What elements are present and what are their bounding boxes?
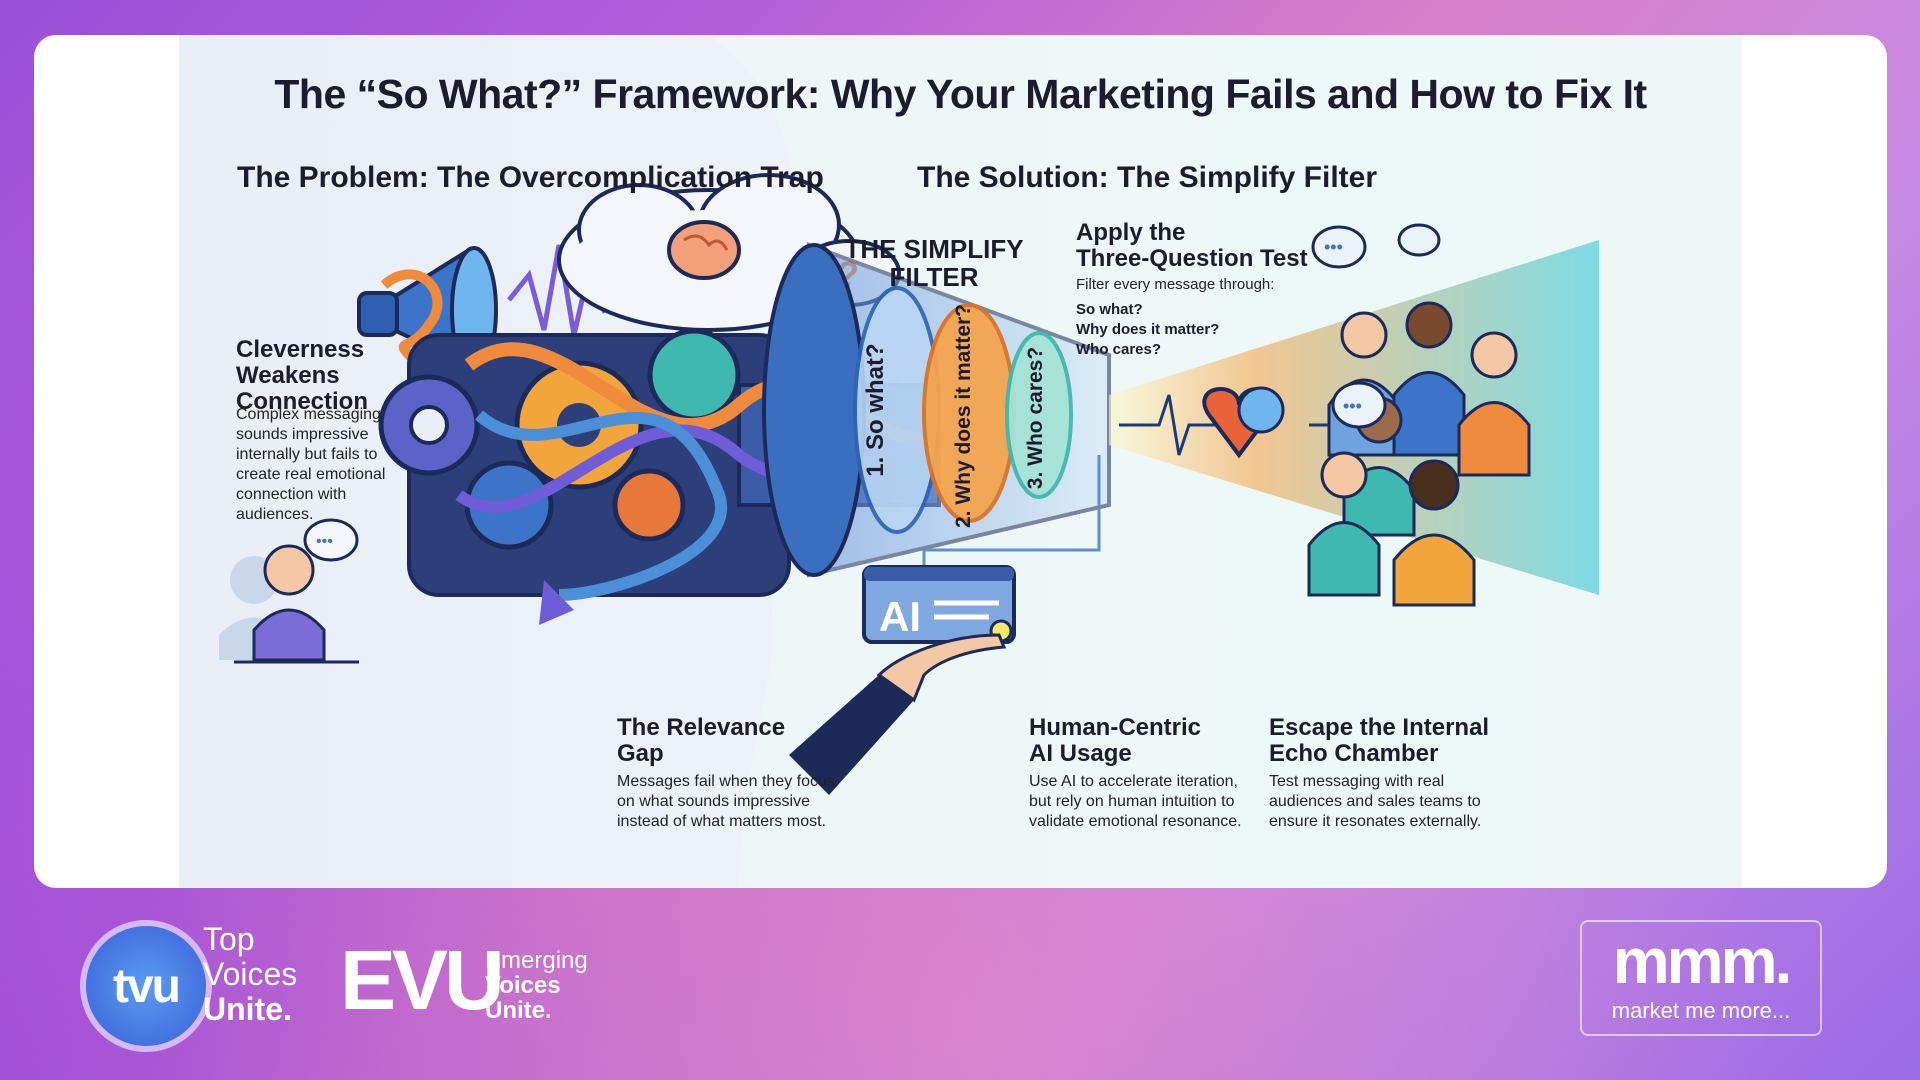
content-card: ? <box>34 35 1887 888</box>
page-title: The “So What?” Framework: Why Your Marke… <box>274 71 1647 117</box>
pointing-hand-icon <box>789 633 1007 795</box>
three-question-list: So what? Why does it matter? Who cares? <box>1076 301 1220 358</box>
funnel-ring-label: 1. So what? <box>862 343 889 477</box>
ai-screen-icon <box>862 565 1016 644</box>
evu-wordmark: Emerging Voices Unite. <box>485 947 588 1024</box>
human-ai-heading: Human-Centric AI Usage <box>1029 714 1202 767</box>
simplify-filter-label: THE SIMPLIFY FILTER <box>844 234 1024 292</box>
cleverness-body: Complex messaging sounds impressive inte… <box>236 406 386 523</box>
solution-heading: The Solution: The Simplify Filter <box>917 161 1378 194</box>
relevance-body: Messages fail when they focus on what so… <box>617 773 835 830</box>
funnel-ring-label: 3. Who cares? <box>1024 346 1047 490</box>
echo-heading: Escape the Internal Echo Chamber <box>1269 714 1490 767</box>
evu-mark: EVU <box>340 933 505 1027</box>
svg-text:•••: ••• <box>1324 237 1343 257</box>
tvu-mark: tvu <box>113 959 181 1013</box>
connector-line <box>922 455 1101 565</box>
tvu-logo: tvu <box>80 920 212 1052</box>
speech-bubble-icon: ••• ••• <box>1311 223 1441 429</box>
mmm-mark: mmm. <box>1612 925 1793 997</box>
illustration: ? <box>219 173 1599 795</box>
tvu-wordmark: Top Voices Unite. <box>203 921 298 1027</box>
human-ai-body: Use AI to accelerate iteration, but rely… <box>1029 773 1242 830</box>
brain-icon <box>667 220 741 280</box>
svg-text:•••: ••• <box>1343 396 1362 416</box>
heart-brain-icon <box>1202 386 1285 459</box>
three-question-heading: Apply the Three-Question Test <box>1076 219 1308 272</box>
cleverness-heading: Cleverness Weakens Connection <box>236 336 368 415</box>
problem-heading: The Problem: The Overcomplication Trap <box>237 161 824 194</box>
funnel-ring-label: 2. Why does it matter? <box>952 303 975 529</box>
mmm-tagline: market me more... <box>1611 998 1791 1023</box>
svg-text:•••: ••• <box>316 533 333 550</box>
thinking-person-icon: ••• <box>219 518 359 664</box>
ai-screen-label: AI <box>879 593 921 640</box>
infographic: ? <box>179 35 1742 888</box>
relevance-heading: The Relevance Gap <box>617 714 786 767</box>
funnel-icon <box>762 242 1111 578</box>
three-question-intro: Filter every message through: <box>1076 276 1275 293</box>
echo-body: Test messaging with real audiences and s… <box>1269 773 1482 830</box>
mmm-logo: mmm. market me more... <box>1580 920 1822 1036</box>
